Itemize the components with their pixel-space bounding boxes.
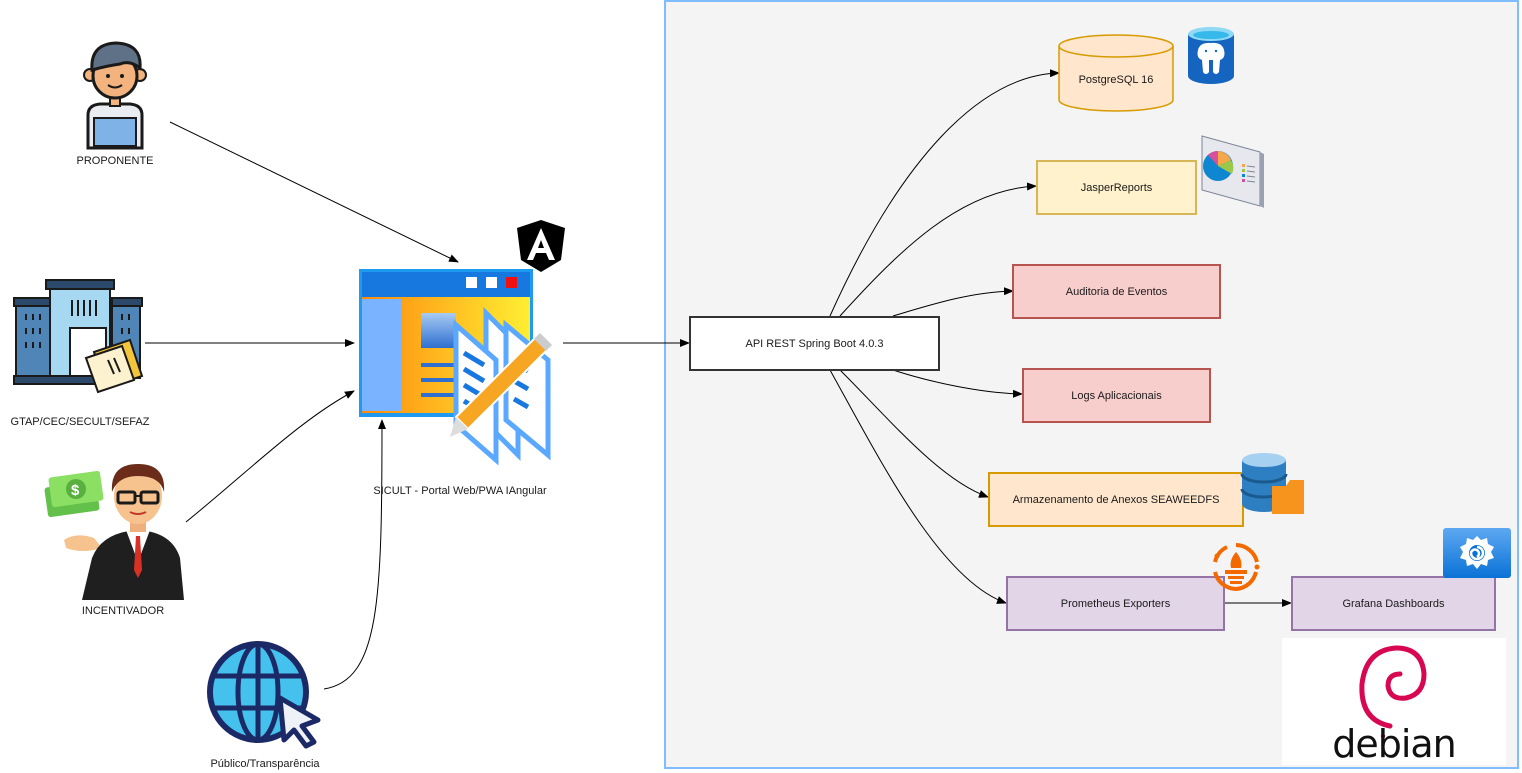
report-chart-icon (1201, 135, 1264, 208)
api-label: API REST Spring Boot 4.0.3 (745, 337, 884, 350)
government-building-icon (13, 279, 144, 394)
postgresql-elephant-icon (1188, 27, 1234, 84)
actor-label-orgaos: GTAP/CEC/SECULT/SEFAZ (10, 416, 150, 428)
grafana-node[interactable]: Grafana Dashboards (1291, 576, 1496, 631)
seaweed-node[interactable]: Armazenamento de Anexos SEAWEEDFS (988, 472, 1244, 527)
debian-logo: debian (1282, 638, 1506, 766)
auditoria-node[interactable]: Auditoria de Eventos (1012, 264, 1221, 319)
edge-api-prometheus (829, 369, 1007, 604)
postgres-label: PostgreSQL 16 (1078, 74, 1154, 86)
documents-edit-icon (450, 306, 554, 466)
grafana-label: Grafana Dashboards (1342, 597, 1445, 610)
person-icon (83, 41, 147, 150)
edge-api-jasper (839, 182, 1037, 317)
edge-incentivador-portal (185, 390, 355, 523)
svg-text:$: $ (71, 482, 80, 499)
grafana-logo-icon (1443, 528, 1511, 578)
prometheus-torch-icon (1213, 543, 1260, 592)
edge-proponente-portal (169, 121, 459, 263)
logs-node[interactable]: Logs Aplicacionais (1022, 368, 1211, 423)
debian-wordmark: debian (1332, 722, 1457, 766)
actor-label-proponente: PROPONENTE (76, 155, 154, 167)
portal-label: SICULT - Portal Web/PWA IAngular (373, 485, 547, 497)
jasper-label: JasperReports (1080, 181, 1153, 194)
debian-swirl-icon (1359, 645, 1427, 739)
investor-businessman-icon: $ (44, 464, 184, 600)
edge-api-logs (892, 369, 1023, 398)
prometheus-node[interactable]: Prometheus Exporters (1006, 576, 1225, 631)
actor-label-incentivador: INCENTIVADOR (81, 605, 165, 617)
edge-publico-portal (323, 419, 386, 690)
database-folder-icon (1240, 453, 1304, 514)
edge-api-auditoria (892, 287, 1014, 317)
logs-label: Logs Aplicacionais (1071, 389, 1162, 402)
prometheus-label: Prometheus Exporters (1060, 597, 1171, 610)
actor-label-publico: Público/Transparência (210, 758, 320, 770)
jasper-node[interactable]: JasperReports (1036, 160, 1197, 215)
globe-cursor-icon (207, 641, 321, 749)
auditoria-label: Auditoria de Eventos (1065, 285, 1168, 298)
angular-logo-icon (517, 220, 565, 272)
seaweed-label: Armazenamento de Anexos SEAWEEDFS (1012, 493, 1220, 506)
postgres-node[interactable] (1058, 34, 1176, 114)
api-node[interactable]: API REST Spring Boot 4.0.3 (689, 316, 940, 371)
edge-api-seaweed (839, 369, 989, 498)
edge-api-postgres (829, 69, 1060, 317)
